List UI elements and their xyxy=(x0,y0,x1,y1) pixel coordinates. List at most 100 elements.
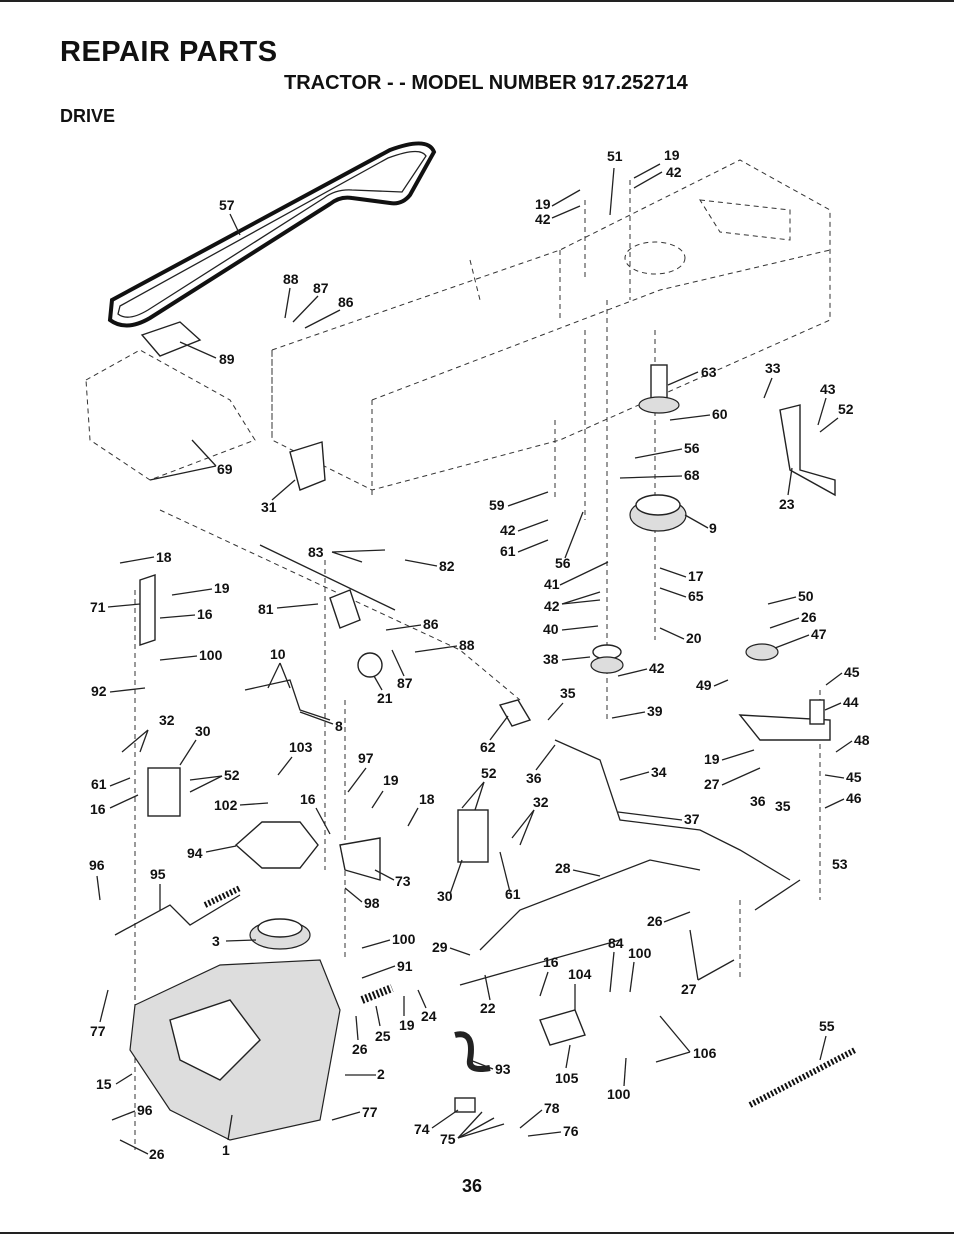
callout-label: 56 xyxy=(555,555,571,571)
bottom-rule xyxy=(0,1232,954,1234)
part-shapes xyxy=(114,321,857,1141)
callout-label: 27 xyxy=(704,776,720,792)
callout-label: 10 xyxy=(270,646,286,662)
page-title: REPAIR PARTS xyxy=(60,36,278,68)
callout-label: 26 xyxy=(647,913,663,929)
callout-label: 42 xyxy=(535,211,551,227)
callout-label: 35 xyxy=(560,685,576,701)
callout-label: 92 xyxy=(91,683,107,699)
callout-label: 1 xyxy=(222,1142,230,1158)
callout-label: 45 xyxy=(844,664,860,680)
callout-label: 83 xyxy=(308,544,324,560)
callout-label: 19 xyxy=(664,147,680,163)
callout-label: 19 xyxy=(704,751,720,767)
callout-label: 24 xyxy=(421,1008,437,1024)
callout-label: 78 xyxy=(544,1100,560,1116)
callout-label: 94 xyxy=(187,845,203,861)
callout-label: 63 xyxy=(701,364,717,380)
callout-label: 61 xyxy=(91,776,107,792)
callout-label: 84 xyxy=(608,935,624,951)
callout-label: 52 xyxy=(224,767,240,783)
callout-label: 2 xyxy=(377,1066,385,1082)
callout-label: 32 xyxy=(159,712,175,728)
callout-label: 19 xyxy=(383,772,399,788)
assembly-lines xyxy=(134,180,821,1150)
callout-label: 74 xyxy=(414,1121,430,1137)
callout-label: 91 xyxy=(397,958,413,974)
callout-label: 27 xyxy=(681,981,697,997)
callout-label: 60 xyxy=(712,406,728,422)
callout-label: 75 xyxy=(440,1131,456,1147)
callout-label: 22 xyxy=(480,1000,496,1016)
callout-label: 20 xyxy=(686,630,702,646)
callout-label: 55 xyxy=(819,1018,835,1034)
callout-label: 19 xyxy=(535,196,551,212)
callout-label: 35 xyxy=(775,798,791,814)
callout-label: 49 xyxy=(696,677,712,693)
callout-label: 38 xyxy=(543,651,559,667)
callout-label: 34 xyxy=(651,764,667,780)
callout-label: 40 xyxy=(543,621,559,637)
callout-label: 42 xyxy=(649,660,665,676)
callout-label: 8 xyxy=(335,718,343,734)
callout-label: 82 xyxy=(439,558,455,574)
callout-label: 77 xyxy=(90,1023,106,1039)
callout-label: 73 xyxy=(395,873,411,889)
callout-label: 25 xyxy=(375,1028,391,1044)
callout-label: 43 xyxy=(820,381,836,397)
callout-label: 21 xyxy=(377,690,393,706)
callout-label: 16 xyxy=(90,801,106,817)
callout-label: 42 xyxy=(544,598,560,614)
callout-labels: 57 88 87 86 89 69 31 51 19 42 19 42 63 6… xyxy=(89,147,870,1162)
callout-label: 30 xyxy=(437,888,453,904)
callout-label: 52 xyxy=(481,765,497,781)
callout-label: 16 xyxy=(197,606,213,622)
callout-label: 18 xyxy=(419,791,435,807)
callout-label: 53 xyxy=(832,856,848,872)
callout-label: 29 xyxy=(432,939,448,955)
callout-label: 9 xyxy=(709,520,717,536)
callout-label: 69 xyxy=(217,461,233,477)
callout-label: 19 xyxy=(214,580,230,596)
callout-label: 41 xyxy=(544,576,560,592)
callout-label: 88 xyxy=(283,271,299,287)
callout-label: 86 xyxy=(338,294,354,310)
callout-label: 36 xyxy=(750,793,766,809)
callout-label: 65 xyxy=(688,588,704,604)
callout-label: 18 xyxy=(156,549,172,565)
callout-label: 100 xyxy=(628,945,652,961)
callout-label: 81 xyxy=(258,601,274,617)
callout-label: 44 xyxy=(843,694,859,710)
callout-label: 26 xyxy=(801,609,817,625)
callout-label: 37 xyxy=(684,811,700,827)
callout-label: 16 xyxy=(300,791,316,807)
callout-label: 76 xyxy=(563,1123,579,1139)
model-subtitle: TRACTOR - - MODEL NUMBER 917.252714 xyxy=(284,72,688,94)
callout-label: 31 xyxy=(261,499,277,515)
callout-label: 98 xyxy=(364,895,380,911)
callout-label: 42 xyxy=(500,522,516,538)
callout-label: 17 xyxy=(688,568,704,584)
callout-label: 57 xyxy=(219,197,235,213)
callout-label: 88 xyxy=(459,637,475,653)
callout-label: 50 xyxy=(798,588,814,604)
callout-label: 51 xyxy=(607,148,623,164)
page-number: 36 xyxy=(462,1176,483,1196)
callout-label: 45 xyxy=(846,769,862,785)
drive-belt xyxy=(107,141,437,328)
callout-label: 47 xyxy=(811,626,827,642)
callout-label: 96 xyxy=(89,857,105,873)
callout-label: 104 xyxy=(568,966,592,982)
callout-label: 30 xyxy=(195,723,211,739)
callout-label: 56 xyxy=(684,440,700,456)
callout-label: 15 xyxy=(96,1076,112,1092)
callout-label: 93 xyxy=(495,1061,511,1077)
callout-label: 28 xyxy=(555,860,571,876)
callout-label: 62 xyxy=(480,739,496,755)
callout-label: 105 xyxy=(555,1070,579,1086)
callout-label: 86 xyxy=(423,616,439,632)
callout-label: 100 xyxy=(607,1086,631,1102)
callout-label: 97 xyxy=(358,750,374,766)
callout-label: 106 xyxy=(693,1045,717,1061)
callout-label: 26 xyxy=(352,1041,368,1057)
